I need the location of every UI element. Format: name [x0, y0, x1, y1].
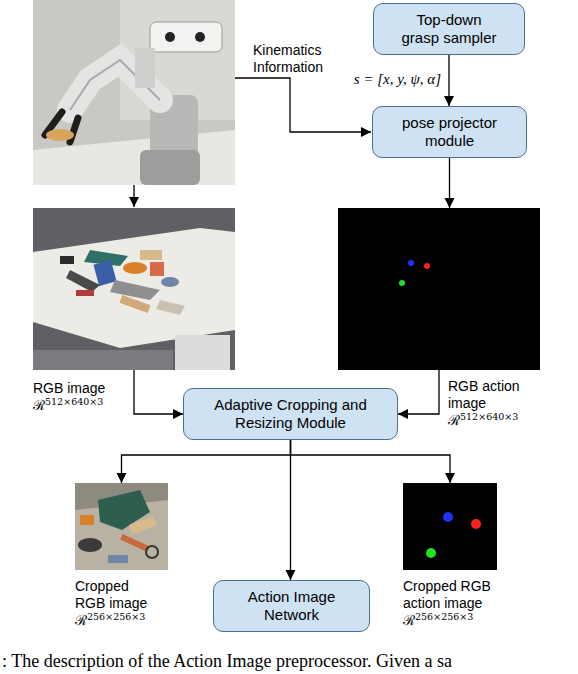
process-box: pose projector module	[372, 106, 527, 158]
leader-arrow	[133, 185, 134, 207]
process-box: Top-down grasp sampler	[373, 3, 525, 55]
flow-arrow	[134, 370, 183, 414]
panel-caption: Cropped RGB image ℛ256×256×3	[75, 578, 157, 629]
box-label: Action Image Network	[236, 588, 347, 624]
action-image	[338, 208, 540, 370]
flow-arrow	[449, 158, 450, 208]
edge-label: s = [x, y, ψ, α]	[345, 71, 441, 88]
box-label: pose projector module	[395, 114, 504, 150]
panel-caption: Cropped RGB action image ℛ256×256×3	[403, 578, 499, 629]
image-panel: RGB action image ℛ512×640×3	[338, 208, 540, 370]
process-box: Adaptive Cropping and Resizing Module	[183, 388, 398, 440]
leader-arrow	[235, 78, 371, 132]
panel-caption: RGB action image ℛ512×640×3	[448, 378, 530, 429]
box-label: Top-down grasp sampler	[396, 11, 502, 47]
cropped-photo	[75, 483, 168, 570]
process-box: Action Image Network	[213, 580, 370, 632]
cropped-action-image	[403, 483, 497, 570]
image-panel: Cropped RGB image ℛ256×256×3	[75, 483, 168, 570]
flow-arrow	[291, 440, 451, 483]
robot-photo	[33, 0, 235, 185]
figure-caption: : The description of the Action Image pr…	[2, 651, 452, 672]
flow-arrow	[448, 55, 449, 106]
flow-arrow	[398, 370, 439, 414]
table-photo	[33, 208, 235, 370]
box-label: Adaptive Cropping and Resizing Module	[206, 396, 375, 432]
annotation-label: Kinematics Information	[253, 42, 338, 76]
flow-arrow	[122, 440, 291, 483]
flow-arrow	[290, 440, 291, 580]
panel-caption: RGB image ℛ512×640×3	[33, 380, 133, 414]
image-panel: Cropped RGB action image ℛ256×256×3	[403, 483, 497, 570]
image-panel: RGB image ℛ512×640×3	[33, 208, 235, 370]
